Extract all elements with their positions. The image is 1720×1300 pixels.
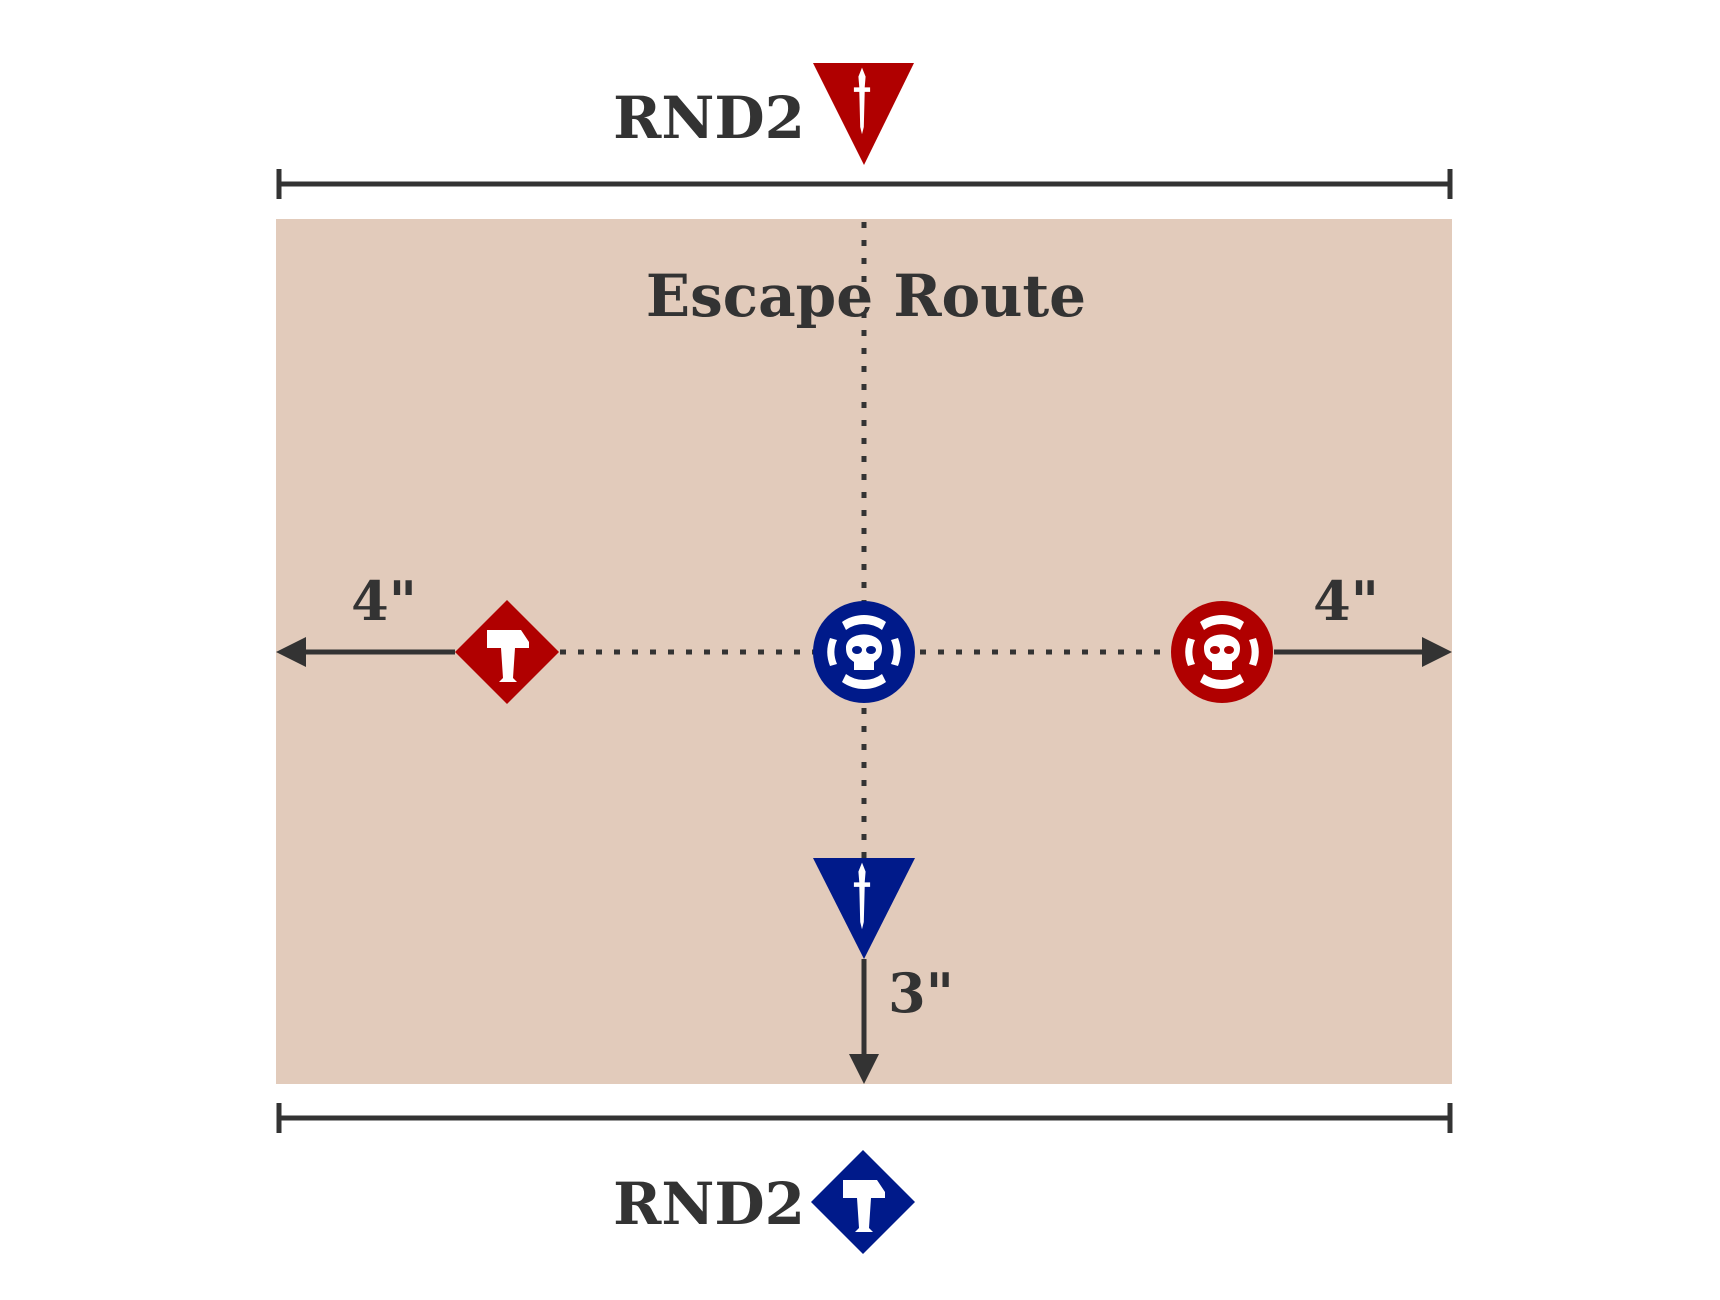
red-hammer-diamond (455, 600, 559, 704)
left-distance-label: 4" (351, 569, 417, 633)
red-skull-objective (1171, 601, 1273, 703)
right-distance-label: 4" (1313, 569, 1379, 633)
top-round-label: RND2 (613, 84, 805, 152)
bottom-round-label: RND2 (613, 1170, 805, 1238)
left-arrow (276, 637, 455, 667)
right-arrow (1274, 637, 1452, 667)
red-dagger-triangle (813, 63, 914, 165)
blue-dagger-triangle (813, 858, 915, 959)
diagram-title: Escape Route (646, 262, 1086, 330)
blue-hammer-diamond (811, 1150, 915, 1254)
bottom-edge-ruler (276, 1103, 1453, 1133)
blue-skull-objective (813, 601, 915, 703)
down-arrow (849, 959, 879, 1084)
down-distance-label: 3" (888, 961, 954, 1025)
top-edge-ruler (276, 169, 1453, 199)
